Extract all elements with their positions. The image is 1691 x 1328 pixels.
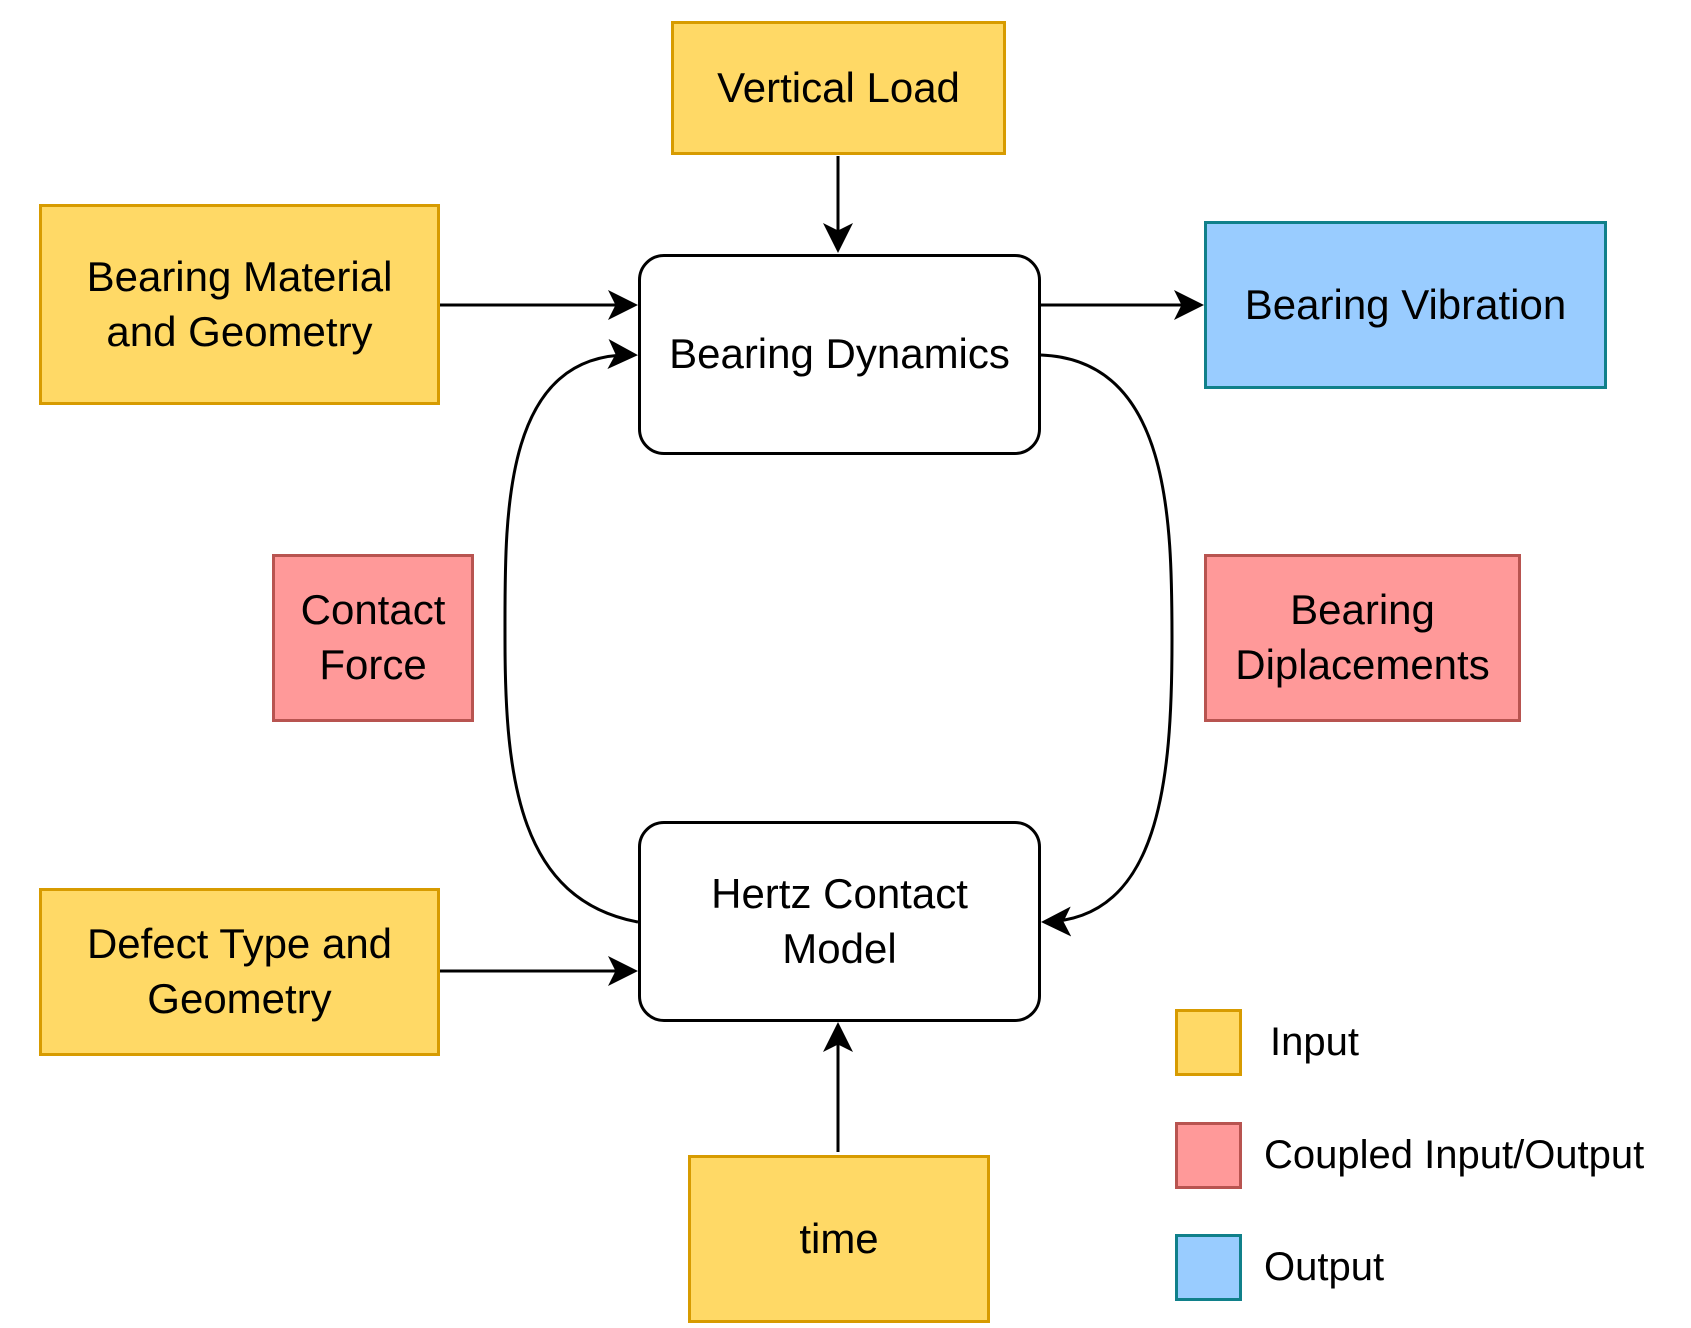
hertz-contact-box: Hertz Contact Model	[638, 821, 1041, 1022]
legend-swatch-input	[1175, 1009, 1242, 1076]
vertical-load-label: Vertical Load	[717, 63, 960, 111]
legend-swatch-coupled	[1175, 1122, 1242, 1189]
contact-force-label: Contact Force	[300, 586, 446, 688]
time-label: time	[799, 1214, 879, 1262]
arrow-displacements-loop	[1040, 353, 1174, 937]
defect-type-label: Defect Type and Geometry	[86, 920, 393, 1022]
time-box: time	[688, 1155, 990, 1323]
vertical-load-box: Vertical Load	[671, 21, 1006, 155]
bearing-dynamics-box: Bearing Dynamics	[638, 254, 1041, 455]
legend-label-input: Input	[1270, 1020, 1359, 1064]
defect-type-box: Defect Type and Geometry	[39, 888, 440, 1056]
bearing-material-box: Bearing Material and Geometry	[39, 204, 440, 405]
legend-label-output: Output	[1264, 1245, 1385, 1289]
bearing-vibration-label: Bearing Vibration	[1244, 280, 1567, 328]
bearing-displacements-box: Bearing Diplacements	[1204, 554, 1521, 722]
arrow-contact-force-loop	[503, 339, 639, 924]
bearing-vibration-box: Bearing Vibration	[1204, 221, 1607, 389]
legend-swatch-output	[1175, 1234, 1242, 1301]
hertz-contact-label: Hertz Contact Model	[711, 869, 968, 972]
bearing-material-label: Bearing Material and Geometry	[86, 252, 393, 355]
bearing-displacements-label: Bearing Diplacements	[1235, 586, 1490, 688]
bearing-dynamics-label: Bearing Dynamics	[669, 330, 1010, 378]
legend-label-coupled: Coupled Input/Output	[1264, 1133, 1645, 1177]
contact-force-box: Contact Force	[272, 554, 474, 722]
